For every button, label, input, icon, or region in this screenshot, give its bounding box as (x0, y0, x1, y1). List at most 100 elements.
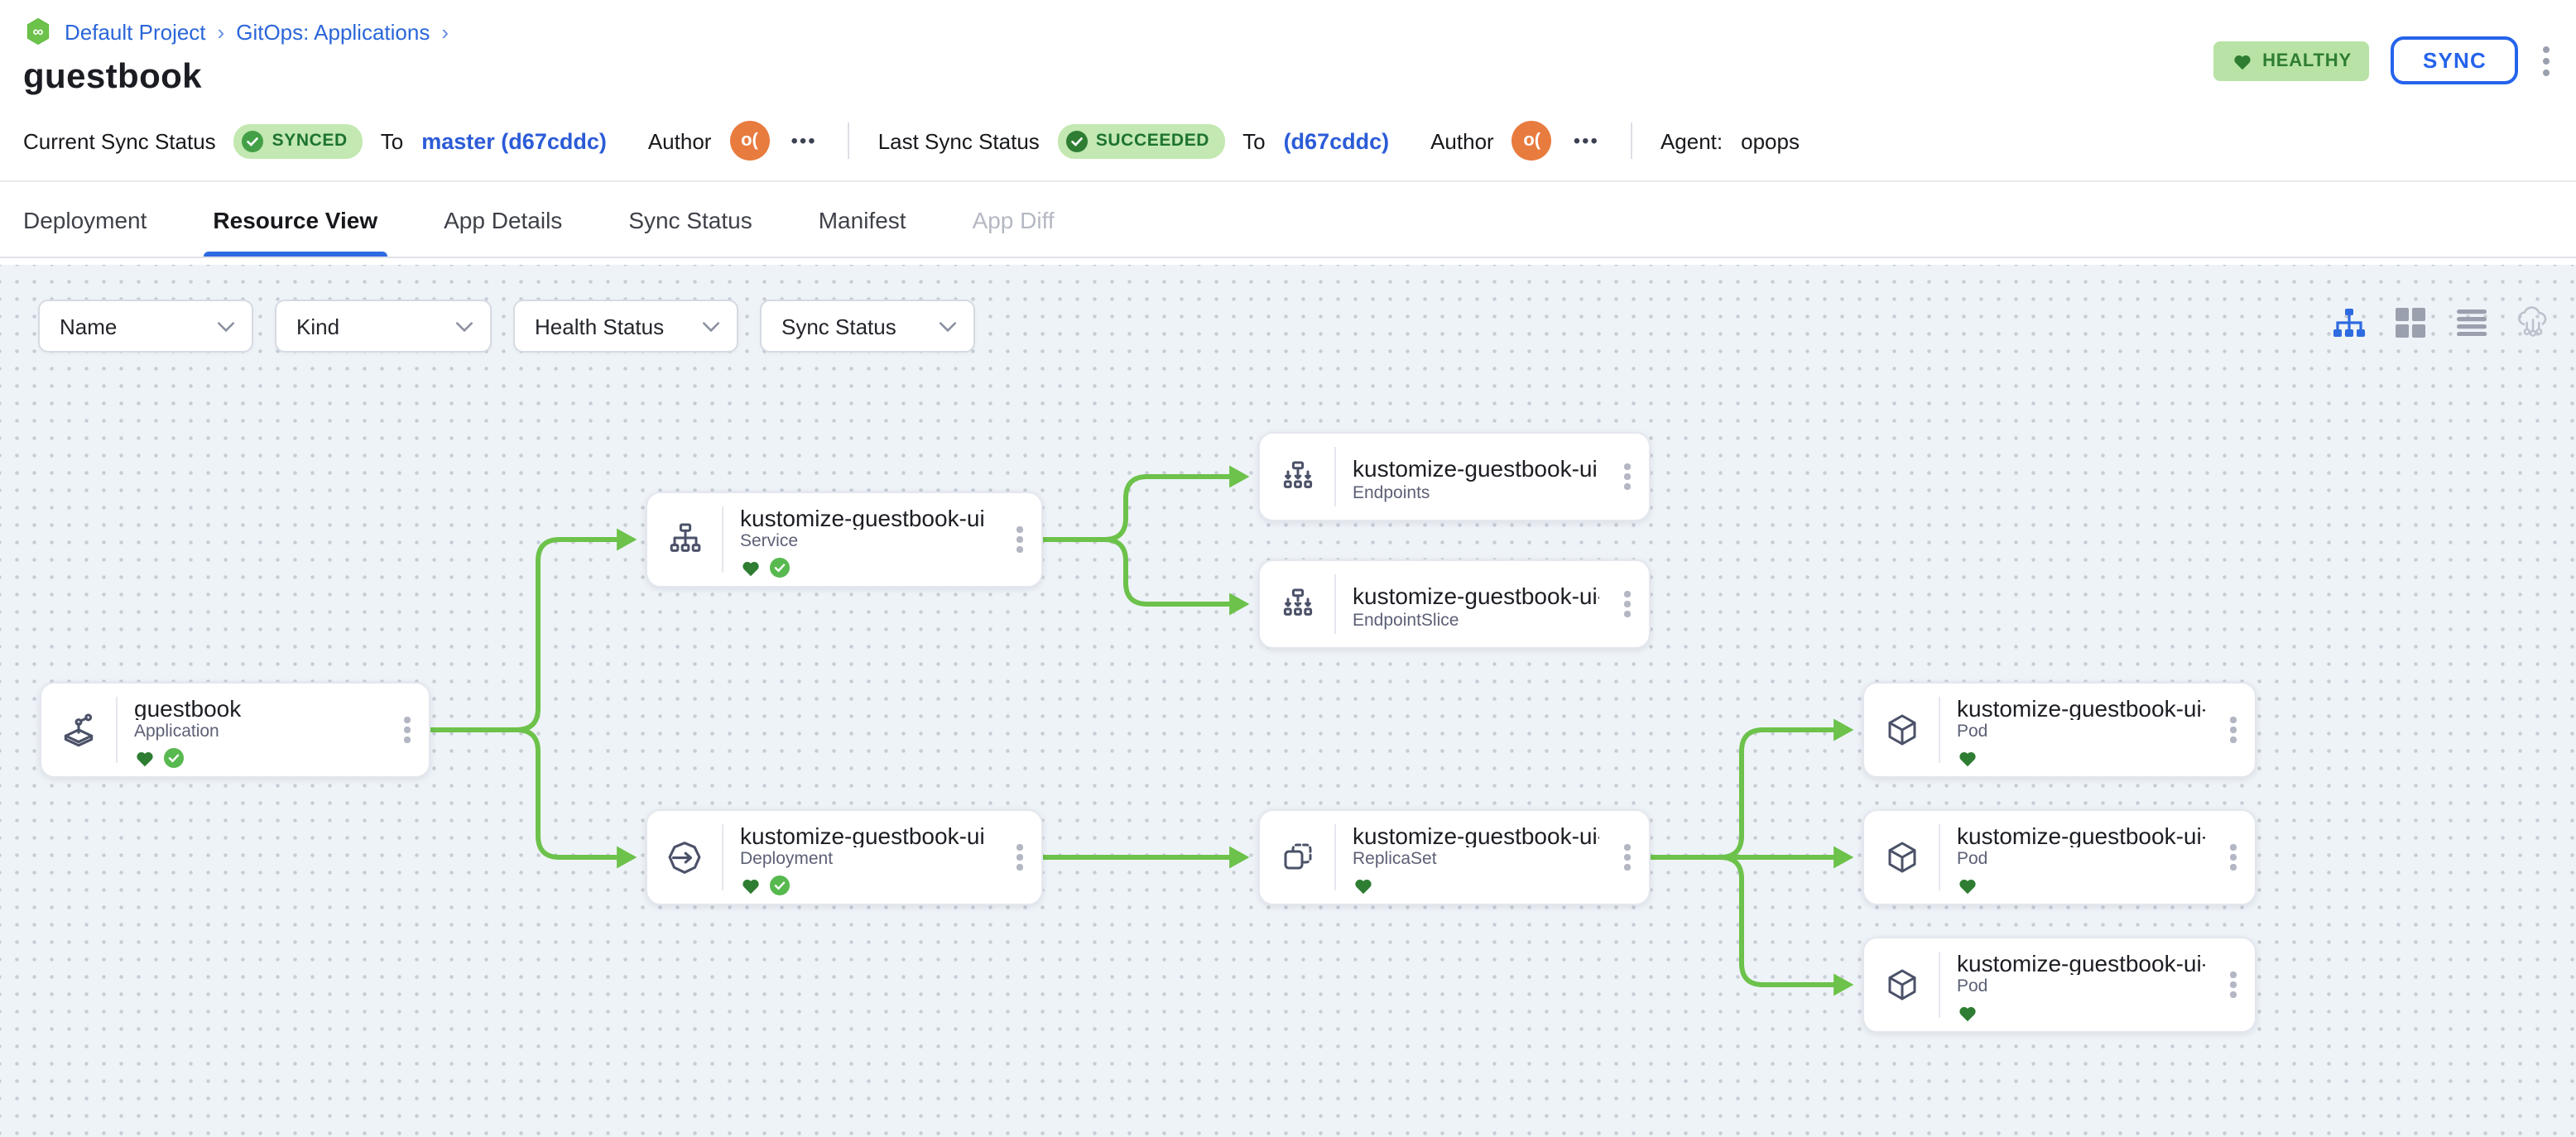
node-service[interactable]: kustomize-guestbook-ui Service (646, 492, 1043, 588)
node-kind: Endpoints (1353, 482, 1430, 502)
chevron-down-icon (217, 320, 235, 332)
node-more-menu-icon[interactable] (2218, 684, 2248, 776)
tab-sync-status[interactable]: Sync Status (628, 206, 752, 233)
node-pod[interactable]: kustomize-guestbook-ui-... Pod (1862, 937, 2256, 1033)
synced-check-icon (770, 557, 790, 578)
kind-filter-label: Kind (296, 314, 340, 338)
node-more-menu-icon[interactable] (1612, 811, 1642, 904)
node-pod[interactable]: kustomize-guestbook-ui-... Pod (1862, 682, 2256, 778)
kind-filter-dropdown[interactable]: Kind (275, 300, 492, 353)
node-title: kustomize-guestbook-ui (740, 505, 985, 530)
grid-view-icon[interactable] (2394, 306, 2427, 339)
pod-icon (1864, 938, 1939, 1031)
breadcrumb-project-link[interactable]: Default Project (65, 19, 206, 44)
node-divider (722, 506, 723, 573)
node-more-menu-icon[interactable] (1612, 434, 1642, 520)
last-author-avatar: o( (1511, 121, 1552, 161)
sync-status-bar: Current Sync Status SYNCED To master (d6… (0, 98, 2576, 182)
tab-manifest[interactable]: Manifest (818, 206, 906, 233)
node-more-menu-icon[interactable] (392, 684, 422, 776)
last-more-button[interactable]: ••• (1573, 129, 1599, 152)
node-title: kustomize-guestbook-ui-... (1353, 582, 1599, 608)
view-toggle-group (2333, 306, 2550, 339)
node-title: kustomize-guestbook-ui-... (1353, 823, 1599, 848)
healthy-heart-icon (743, 879, 759, 894)
deployment-icon (647, 811, 722, 904)
chevron-down-icon (939, 320, 957, 332)
check-circle-icon (1065, 130, 1088, 151)
health-status-filter-dropdown[interactable]: Health Status (513, 300, 738, 353)
header-actions: HEALTHY SYNC (2213, 36, 2553, 84)
agent-label: Agent: (1660, 128, 1723, 153)
node-kind: Deployment (740, 849, 834, 870)
healthy-heart-icon (1959, 1006, 1976, 1021)
node-title: guestbook (134, 695, 242, 721)
node-endpointslice[interactable]: kustomize-guestbook-ui-... EndpointSlice (1258, 559, 1651, 649)
list-view-icon[interactable] (2455, 306, 2488, 339)
node-kind: Pod (1957, 976, 1988, 997)
node-more-menu-icon[interactable] (1005, 493, 1035, 586)
last-to-label: To (1242, 128, 1266, 153)
cluster-view-icon[interactable] (2516, 306, 2550, 339)
last-author-label: Author (1430, 128, 1494, 153)
last-revision-link[interactable]: (d67cddc) (1283, 128, 1390, 153)
synced-check-icon (164, 747, 184, 768)
header-more-menu-icon[interactable] (2540, 42, 2553, 79)
tab-resource-view[interactable]: Resource View (203, 182, 388, 257)
pod-icon (1864, 684, 1939, 776)
node-title: kustomize-guestbook-ui (1353, 454, 1598, 481)
node-application-guestbook[interactable]: guestbook Application (40, 682, 430, 778)
statusbar-divider (1630, 122, 1632, 159)
last-sync-status-badge: SUCCEEDED (1057, 123, 1225, 158)
tab-app-details[interactable]: App Details (444, 206, 563, 233)
tree-view-icon[interactable] (2333, 306, 2366, 339)
filter-bar: Name Kind Health Status Sync Status (38, 300, 975, 353)
current-sync-badge-label: SYNCED (272, 131, 348, 151)
node-title: kustomize-guestbook-ui (740, 823, 985, 848)
current-sync-status-label: Current Sync Status (23, 128, 216, 153)
node-title: kustomize-guestbook-ui-... (1957, 950, 2205, 976)
endpoints-icon (1260, 434, 1334, 520)
healthy-heart-icon (137, 751, 153, 766)
node-more-menu-icon[interactable] (1612, 561, 1642, 647)
statusbar-divider (848, 122, 850, 159)
healthy-heart-icon (1959, 751, 1976, 766)
node-divider (116, 697, 118, 763)
agent-value: opops (1741, 128, 1800, 153)
node-replicaset[interactable]: kustomize-guestbook-ui-... ReplicaSet (1258, 809, 1651, 905)
node-divider (1939, 697, 1940, 763)
page-title: guestbook (23, 58, 202, 96)
breadcrumb: ∞ Default Project › GitOps: Applications… (23, 17, 2553, 46)
node-kind: Application (134, 722, 219, 742)
application-icon (41, 684, 116, 776)
node-pod[interactable]: kustomize-guestbook-ui-... Pod (1862, 809, 2256, 905)
tab-deployment[interactable]: Deployment (23, 206, 147, 233)
healthy-heart-icon (1959, 879, 1976, 894)
node-divider (1334, 824, 1336, 890)
current-to-label: To (380, 128, 404, 153)
sync-button[interactable]: SYNC (2391, 36, 2518, 84)
node-more-menu-icon[interactable] (1005, 811, 1035, 904)
replicaset-icon (1260, 811, 1334, 904)
chevron-down-icon (455, 320, 473, 332)
current-revision-link[interactable]: master (d67cddc) (421, 128, 607, 153)
healthy-heart-icon (743, 561, 759, 576)
current-more-button[interactable]: ••• (791, 129, 817, 152)
node-more-menu-icon[interactable] (2218, 811, 2248, 904)
node-more-menu-icon[interactable] (2218, 938, 2248, 1031)
current-sync-status-badge: SYNCED (233, 123, 363, 158)
node-endpoints[interactable]: kustomize-guestbook-ui Endpoints (1258, 432, 1651, 521)
node-deployment[interactable]: kustomize-guestbook-ui Deployment (646, 809, 1043, 905)
name-filter-label: Name (60, 314, 118, 338)
synced-check-icon (770, 875, 790, 895)
health-filter-label: Health Status (535, 314, 665, 338)
service-icon (647, 493, 722, 586)
breadcrumb-section-link[interactable]: GitOps: Applications (236, 19, 430, 44)
node-divider (722, 824, 723, 890)
current-author-avatar: o( (729, 121, 770, 161)
name-filter-dropdown[interactable]: Name (38, 300, 253, 353)
node-kind: EndpointSlice (1353, 610, 1459, 630)
sync-status-filter-dropdown[interactable]: Sync Status (760, 300, 975, 353)
node-title: kustomize-guestbook-ui-... (1957, 695, 2205, 721)
